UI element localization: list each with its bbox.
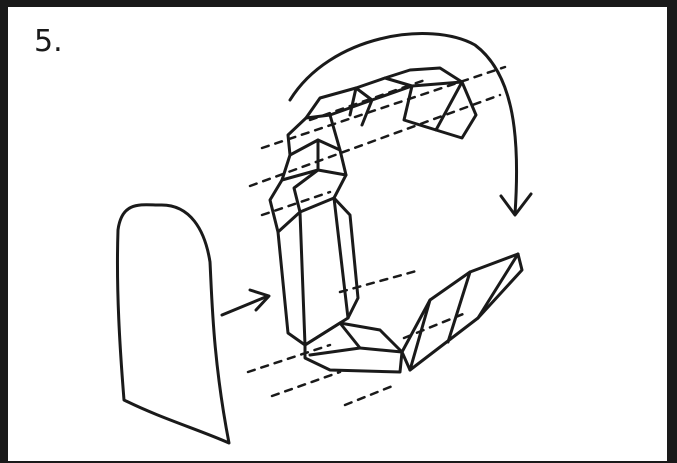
arch-panel-icon (117, 205, 229, 443)
rotate-arrow-icon (290, 34, 531, 215)
curved-body-icon (270, 68, 522, 372)
fold-guide-lines (248, 67, 505, 405)
insert-arrow-icon (222, 290, 269, 315)
